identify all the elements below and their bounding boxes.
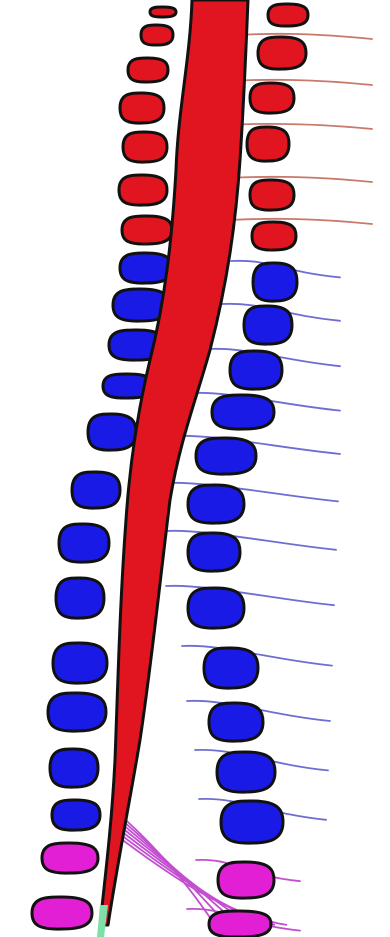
vertebra-right-14 <box>188 588 244 628</box>
vertebra-right-12 <box>188 485 244 523</box>
vertebra-right-20 <box>209 911 271 937</box>
vertebra-left-15 <box>56 578 104 618</box>
vertebra-left-7 <box>122 216 172 244</box>
vertebra-right-7 <box>253 263 297 301</box>
vertebra-left-13 <box>72 472 120 508</box>
vertebra-left-16 <box>53 643 107 683</box>
vertebra-right-11 <box>196 438 256 474</box>
vertebra-left-3 <box>128 58 168 82</box>
vertebra-left-14 <box>59 524 109 562</box>
vertebra-right-16 <box>209 703 263 741</box>
vertebra-left-2 <box>141 25 173 45</box>
vertebra-right-10 <box>212 395 274 429</box>
vertebra-left-20 <box>42 843 98 873</box>
vertebra-left-18 <box>50 749 98 787</box>
vertebra-right-5 <box>250 180 294 210</box>
vertebra-right-8 <box>244 306 292 344</box>
vertebra-left-19 <box>52 800 100 830</box>
vertebra-right-6 <box>252 222 296 250</box>
vertebra-left-21 <box>32 897 92 929</box>
vertebra-right-9 <box>230 351 282 389</box>
vertebra-right-1 <box>268 4 308 26</box>
vertebra-right-18 <box>221 801 283 843</box>
vertebra-left-17 <box>48 693 106 731</box>
vertebra-right-3 <box>250 83 294 113</box>
vertebra-left-4 <box>120 93 164 123</box>
vertebra-right-17 <box>217 752 275 792</box>
vertebra-right-15 <box>204 648 258 688</box>
vertebra-right-19 <box>218 862 274 898</box>
vertebra-left-12 <box>88 414 136 450</box>
vertebra-right-13 <box>188 533 240 571</box>
vertebra-left-5 <box>123 132 167 162</box>
vertebra-left-6 <box>119 175 167 205</box>
vertebra-right-4 <box>247 127 289 161</box>
vertebra-right-2 <box>258 37 306 69</box>
vertebra-left-1 <box>150 7 176 17</box>
